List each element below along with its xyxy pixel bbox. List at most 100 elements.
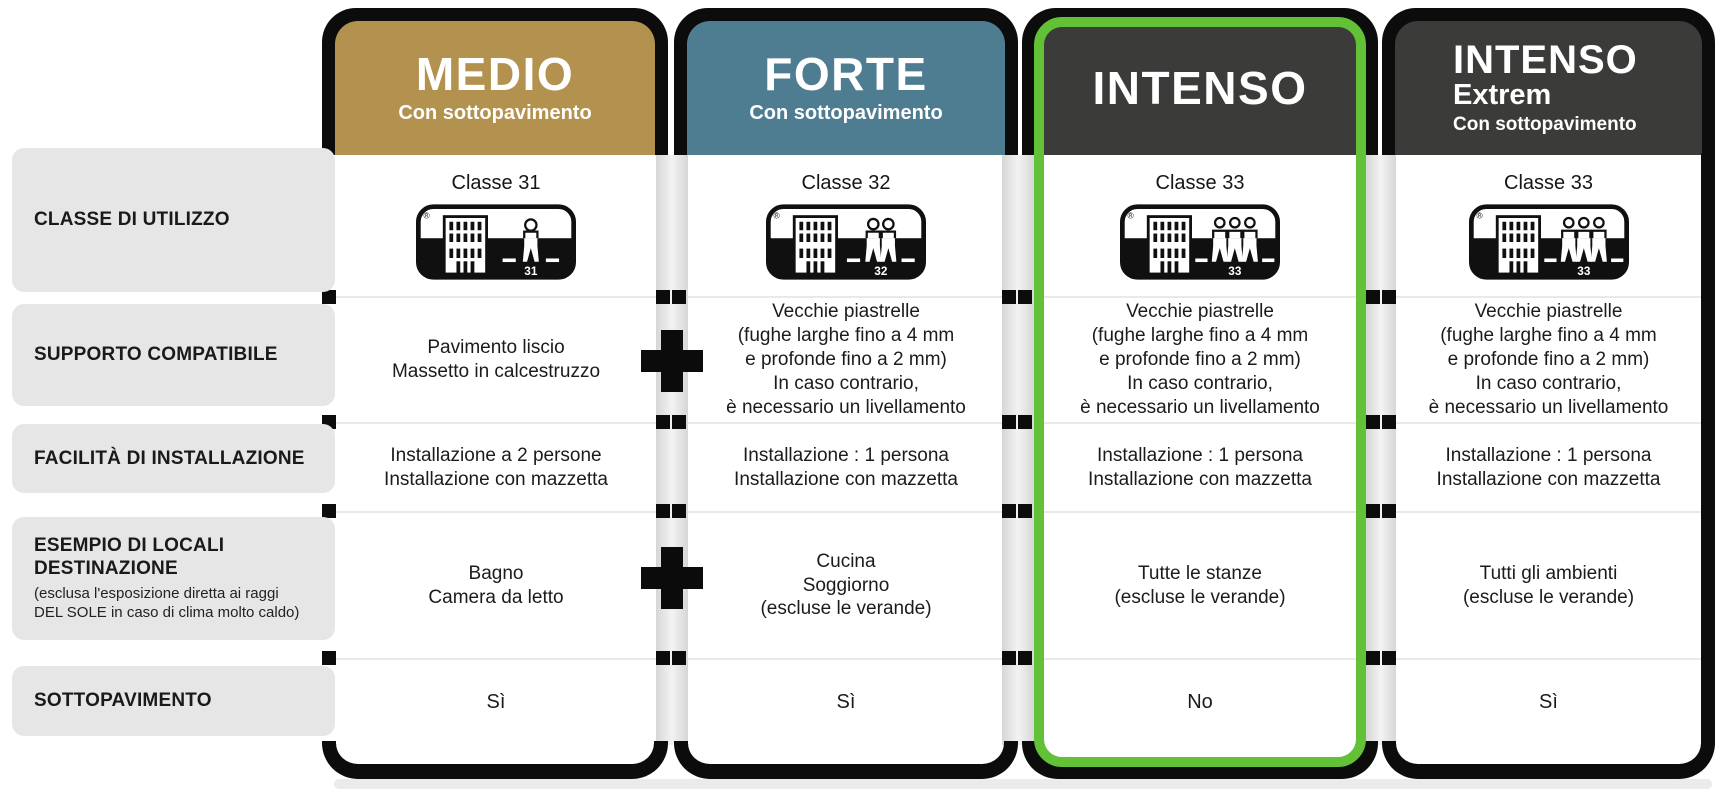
cell-supporto: Vecchie piastrelle (fughe larghe fino a … (688, 296, 1004, 422)
border-dash (322, 651, 336, 665)
row-label-title: SOTTOPAVIMENTO (34, 690, 212, 712)
border-dash (1366, 415, 1380, 429)
card-forte-body: Classe 32 (688, 155, 1004, 745)
classe-number: 32 (874, 265, 888, 278)
classe-31-icon: 31 ® (416, 203, 576, 280)
border-dash (672, 504, 686, 518)
cell-locali: Cucina Soggiorno (escluse le verande) (688, 511, 1004, 658)
border-dash (1018, 651, 1032, 665)
border-dash (322, 504, 336, 518)
cell-sottopavimento: Sì (688, 658, 1004, 745)
border-dash (1366, 504, 1380, 518)
card-gap-strip (1002, 155, 1034, 745)
card-medio-footer (322, 741, 668, 779)
border-dash (1382, 290, 1396, 304)
border-dash (656, 504, 670, 518)
card-title: FORTE (764, 47, 928, 100)
border-dash (672, 415, 686, 429)
border-dash (1018, 415, 1032, 429)
border-dash (1002, 504, 1016, 518)
row-label-facilita-di-installazione: FACILITÀ DI INSTALLAZIONE (12, 424, 335, 493)
row-label-title: SUPPORTO COMPATIBILE (34, 344, 278, 366)
card-intenso-extrem-body: Classe 33 (1396, 155, 1701, 745)
card-intenso-extrem-footer (1382, 741, 1715, 779)
border-dash (1018, 290, 1032, 304)
card-gap-strip (656, 155, 688, 745)
cell-supporto: Vecchie piastrelle (fughe larghe fino a … (1034, 296, 1366, 422)
row-label-classe-di-utilizzo: CLASSE DI UTILIZZO (12, 148, 335, 292)
border-dash (1366, 651, 1380, 665)
cell-locali: Bagno Camera da letto (336, 511, 656, 658)
cell-supporto: Pavimento liscio Massetto in calcestruzz… (336, 296, 656, 422)
card-gap-strip (1366, 155, 1396, 745)
card-intenso-extrem-header-fill: INTENSO Extrem Con sottopavimento (1395, 21, 1702, 155)
cell-locali: Tutte le stanze (escluse le verande) (1034, 511, 1366, 658)
card-right-border (1701, 153, 1715, 745)
cell-supporto: Vecchie piastrelle (fughe larghe fino a … (1396, 296, 1701, 422)
card-medio-body: Classe 31 (336, 155, 656, 745)
classe-number: 33 (1577, 265, 1591, 278)
cell-installazione: Installazione a 2 persone Installazione … (336, 422, 656, 511)
classe-label: Classe 33 (1155, 172, 1245, 195)
registered-mark: ® (424, 210, 431, 220)
cell-sottopavimento: Sì (336, 658, 656, 745)
border-dash (1002, 651, 1016, 665)
classe-33-icon: 33 ® (1468, 203, 1629, 280)
card-tagline: Con sottopavimento (1453, 113, 1637, 135)
card-title: MEDIO (415, 47, 575, 100)
row-label-title: FACILITÀ DI INSTALLAZIONE (34, 447, 305, 469)
card-tagline: Con sottopavimento (398, 102, 592, 125)
cell-installazione: Installazione : 1 persona Installazione … (1034, 422, 1366, 511)
card-subtitle: Extrem (1453, 79, 1552, 112)
classe-label: Classe 31 (451, 172, 541, 195)
border-dash (656, 290, 670, 304)
cell-installazione: Installazione : 1 persona Installazione … (688, 422, 1004, 511)
cell-sottopavimento: Sì (1396, 658, 1701, 745)
cell-classe: Classe 33 (1396, 155, 1701, 296)
cell-classe: Classe 32 (688, 155, 1004, 296)
card-tagline: Con sottopavimento (749, 102, 943, 125)
card-intenso-header-fill: INTENSO (1035, 21, 1365, 155)
border-dash (1018, 504, 1032, 518)
border-dash (1366, 290, 1380, 304)
cell-installazione: Installazione : 1 persona Installazione … (1396, 422, 1701, 511)
card-intenso-footer (1022, 741, 1378, 779)
cell-sottopavimento: No (1034, 658, 1366, 745)
row-label-sottopavimento: SOTTOPAVIMENTO (12, 666, 335, 736)
border-dash (1382, 651, 1396, 665)
classe-label: Classe 32 (801, 172, 891, 195)
card-forte-header: FORTE Con sottopavimento (674, 8, 1018, 155)
card-forte-footer (674, 741, 1018, 779)
card-title: INTENSO (1453, 38, 1638, 83)
registered-mark: ® (1476, 210, 1483, 220)
classe-label: Classe 33 (1504, 172, 1593, 195)
plus-icon: + (641, 547, 703, 609)
border-dash (1382, 504, 1396, 518)
registered-mark: ® (774, 210, 781, 220)
border-dash (1002, 290, 1016, 304)
classe-32-icon: 32 ® (766, 203, 926, 280)
cell-classe: Classe 31 (336, 155, 656, 296)
row-label-supporto-compatibile: SUPPORTO COMPATIBILE (12, 304, 335, 406)
card-medio-header: MEDIO Con sottopavimento (322, 8, 668, 155)
card-intenso-body: Classe 33 (1034, 155, 1366, 745)
cell-classe: Classe 33 (1034, 155, 1366, 296)
border-dash (656, 651, 670, 665)
row-label-note: (esclusa l'esposizione diretta ai raggi … (34, 585, 300, 622)
classe-33-icon: 33 ® (1120, 203, 1280, 280)
card-shadow (334, 779, 1712, 789)
border-dash (656, 415, 670, 429)
border-dash (1002, 415, 1016, 429)
registered-mark: ® (1128, 210, 1135, 220)
card-intenso-header: INTENSO (1022, 8, 1378, 155)
cell-locali: Tutti gli ambienti (escluse le verande) (1396, 511, 1701, 658)
plus-icon: + (641, 330, 703, 392)
border-dash (672, 290, 686, 304)
border-dash (1382, 415, 1396, 429)
border-dash (672, 651, 686, 665)
card-title: INTENSO (1092, 61, 1308, 114)
card-forte-header-fill: FORTE Con sottopavimento (687, 21, 1005, 155)
row-label-title: CLASSE DI UTILIZZO (34, 209, 230, 231)
card-intenso-extrem-header: INTENSO Extrem Con sottopavimento (1382, 8, 1715, 155)
